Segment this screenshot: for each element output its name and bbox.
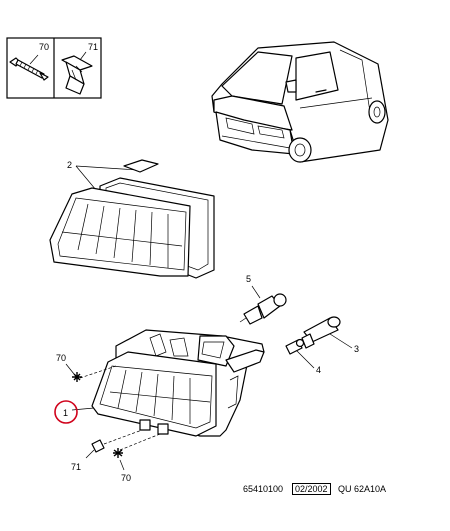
callout-5: 5 xyxy=(246,274,251,284)
clip-71-icon xyxy=(61,51,93,95)
callout-70-bottom: 70 xyxy=(121,473,131,483)
callout-1-highlight xyxy=(54,400,78,424)
leader-5 xyxy=(251,285,261,299)
inset-fasteners: 70 71 xyxy=(6,37,102,99)
leader-2 xyxy=(75,165,139,191)
callout-1: 1 xyxy=(63,408,68,418)
footer-ref-number: 65410100 xyxy=(243,484,284,494)
van-illustration xyxy=(211,41,389,163)
footer-ref: 65410100 xyxy=(243,484,283,494)
callout-70-left: 70 xyxy=(56,353,66,363)
headlamp-unit xyxy=(91,329,265,437)
footer-date-box: 02/2002 xyxy=(292,483,331,495)
footer-code-text: QU 62A10A xyxy=(338,484,387,494)
star-fastener-left-icon xyxy=(72,365,117,382)
headlamp-glass-seal xyxy=(49,159,215,279)
bulb-4-icon xyxy=(285,338,305,355)
star-fastener-bottom-icon xyxy=(113,433,161,458)
footer-date: 02/2002 xyxy=(292,483,331,495)
leader-3 xyxy=(329,333,353,349)
callout-4: 4 xyxy=(316,365,321,375)
leader-70-bottom xyxy=(119,459,125,471)
bulb-5-icon xyxy=(239,293,287,325)
callout-2: 2 xyxy=(67,160,72,170)
leader-71-bottom xyxy=(85,449,95,459)
screw-70-icon xyxy=(9,54,49,81)
bulb-3-icon xyxy=(301,316,341,349)
leader-1 xyxy=(71,407,95,411)
callout-71-inset: 71 xyxy=(88,42,98,52)
leader-4 xyxy=(295,349,315,369)
clip-71-bottom-icon xyxy=(91,429,143,453)
callout-70-inset: 70 xyxy=(39,42,49,52)
callout-3: 3 xyxy=(354,344,359,354)
leader-70-left xyxy=(65,363,75,375)
footer-code: QU 62A10A xyxy=(338,484,386,494)
callout-71-bottom: 71 xyxy=(71,462,81,472)
